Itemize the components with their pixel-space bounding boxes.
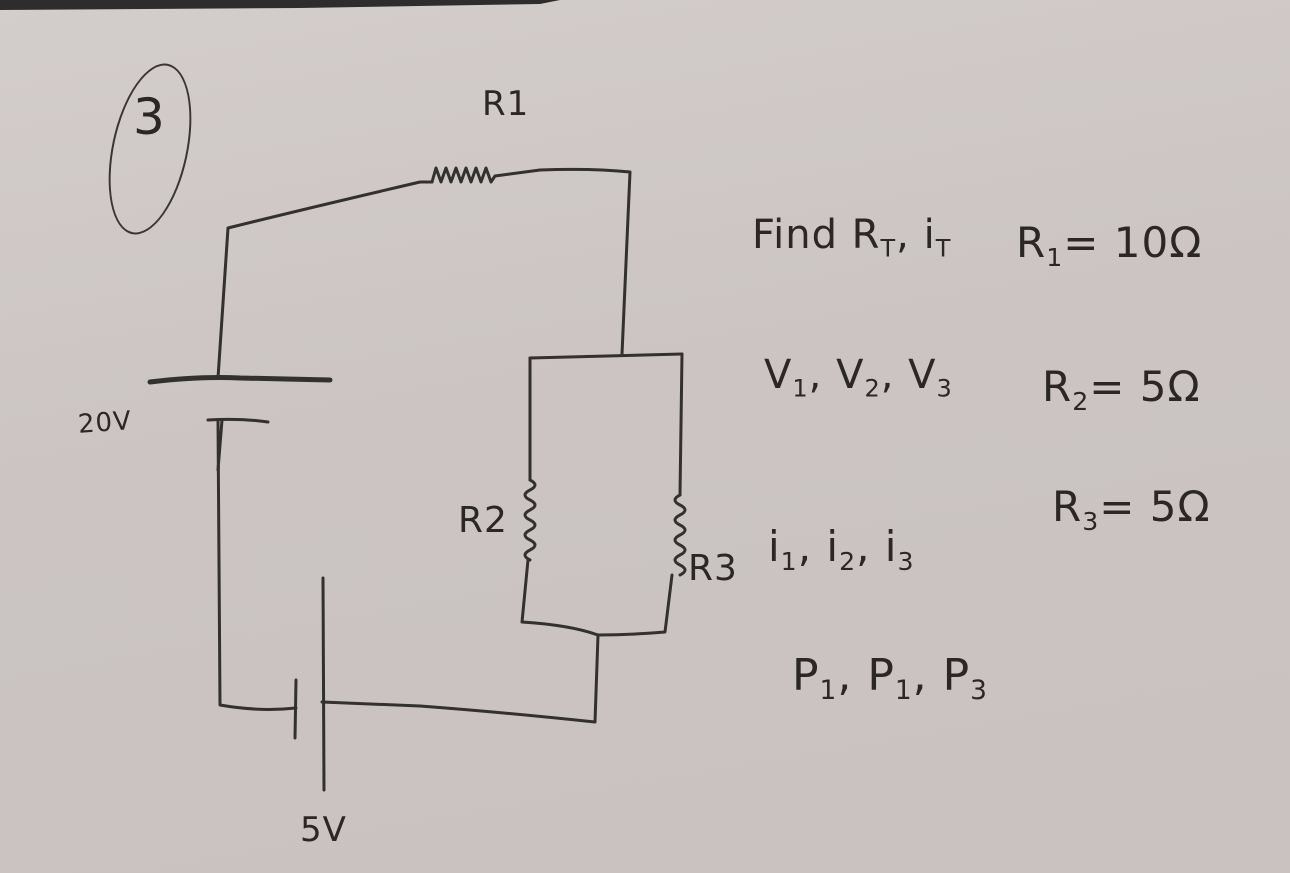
label-source-5v: 5V [300, 810, 347, 850]
given-r1: R1= 10Ω [1016, 218, 1203, 272]
label-r2: R2 [458, 500, 508, 541]
label-r3: R3 [688, 548, 738, 589]
board-top-edge [0, 0, 560, 10]
wire-left-branch-lower [520, 558, 600, 637]
wire-bottom-left [216, 418, 298, 711]
wire-parallel-top [528, 352, 684, 360]
problem-number: 3 [133, 88, 165, 146]
given-r3: R3= 5Ω [1052, 482, 1211, 536]
total-resistance-symbol: RT [851, 212, 897, 263]
label-r1: R1 [482, 84, 530, 124]
resistor-r2 [523, 478, 537, 562]
total-current-symbol: , iT [896, 212, 952, 263]
resistor-r1 [430, 166, 542, 184]
resistor-r3 [673, 493, 687, 577]
task-line-currents: i1, i2, i3 [768, 522, 915, 576]
battery-5v-long-plate [321, 576, 326, 792]
wire-right-drop [538, 167, 632, 356]
wire-right-branch [678, 352, 684, 497]
given-r2: R2= 5Ω [1042, 362, 1201, 416]
wire-right-branch-lower [596, 573, 674, 637]
wire-battery-20v-bottom [216, 418, 224, 472]
find-word: Find [752, 212, 838, 258]
task-line-find: Find RT, iT [752, 212, 951, 262]
battery-20v-long-plate [147, 375, 333, 385]
battery-20v-short-plate [206, 417, 270, 424]
task-line-powers: P1, P1, P3 [792, 650, 988, 707]
wire-left-upper [216, 180, 434, 380]
label-source-20v: 20V [77, 406, 133, 440]
wire-bottom-right [320, 633, 600, 724]
task-line-voltages: V1, V2, V3 [764, 352, 953, 403]
